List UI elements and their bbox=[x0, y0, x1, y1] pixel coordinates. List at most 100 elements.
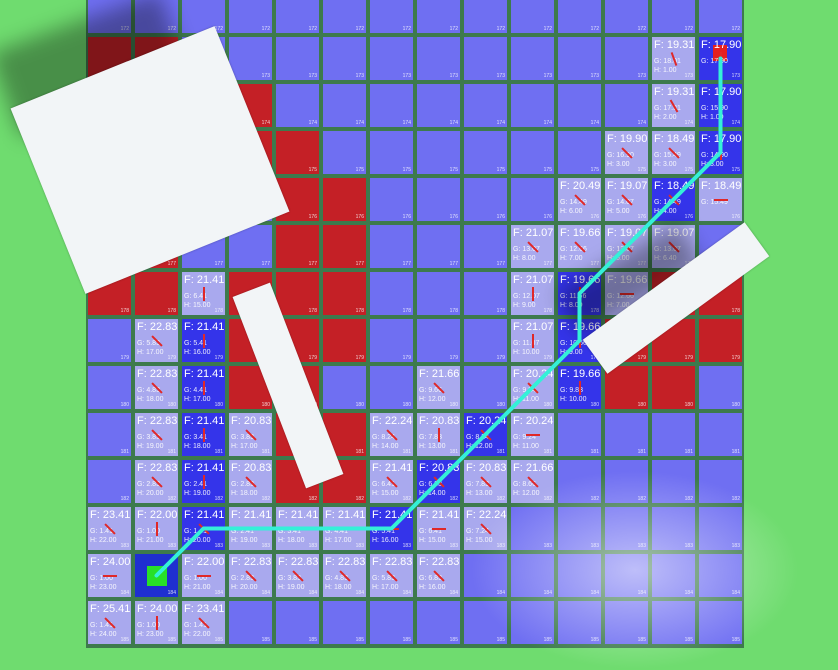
cell-f-cost: F: 21.41 bbox=[278, 509, 319, 521]
cell-f-cost: F: 21.41 bbox=[184, 274, 225, 286]
grid-cell-blank: 172 bbox=[370, 0, 413, 33]
cell-h-cost: H: 19.00 bbox=[137, 443, 164, 450]
cell-index-label: 176 bbox=[637, 214, 646, 220]
cell-index-label: 183 bbox=[261, 543, 270, 549]
cell-index-label: 177 bbox=[543, 261, 552, 267]
cell-index-label: 181 bbox=[543, 449, 552, 455]
cell-index-label: 185 bbox=[261, 637, 270, 643]
grid-cell: 172 bbox=[464, 0, 507, 33]
cell-index-label: 182 bbox=[684, 496, 693, 502]
cell-h-cost: H: 12.00 bbox=[419, 396, 446, 403]
cell-h-cost: H: 3.00 bbox=[607, 161, 630, 168]
cell-index-label: 181 bbox=[120, 449, 129, 455]
cell-f-cost: F: 22.24 bbox=[466, 509, 507, 521]
cell-index-label: 184 bbox=[731, 590, 740, 596]
parent-direction-indicator bbox=[103, 575, 117, 577]
grid-cell: 185 bbox=[558, 601, 601, 644]
cell-index-label: 179 bbox=[167, 355, 176, 361]
cell-index-label: 174 bbox=[449, 120, 458, 126]
cell-h-cost: H: 3.00 bbox=[654, 161, 677, 168]
cell-g-cost: G: 11.07 bbox=[513, 340, 540, 347]
cell-index-label: 182 bbox=[543, 496, 552, 502]
cell-f-cost: F: 18.49 bbox=[701, 180, 742, 192]
cell-f-cost: F: 17.90 bbox=[701, 39, 742, 51]
grid-cell: 175 bbox=[558, 131, 601, 174]
cell-index-label: 183 bbox=[167, 543, 176, 549]
cell-index-label: 184 bbox=[590, 590, 599, 596]
grid-cell-wall: 180 bbox=[652, 366, 695, 409]
cell-index-label: 184 bbox=[684, 590, 693, 596]
grid-cell: 183 bbox=[699, 507, 742, 550]
cell-f-cost: F: 20.83 bbox=[231, 415, 272, 427]
grid-cell-wall: 178 bbox=[276, 272, 319, 315]
cell-index-label: 184 bbox=[308, 590, 317, 596]
cell-h-cost: H: 16.00 bbox=[372, 537, 399, 544]
cell-f-cost: F: 21.07 bbox=[513, 274, 554, 286]
cell-g-cost: G: 15.90 bbox=[701, 105, 728, 112]
cell-f-cost: F: 25.41 bbox=[90, 603, 131, 615]
cell-index-label: 184 bbox=[214, 590, 223, 596]
cell-f-cost: F: 19.07 bbox=[607, 227, 648, 239]
cell-f-cost: F: 19.31 bbox=[654, 39, 695, 51]
grid-cell: 181 bbox=[605, 413, 648, 456]
cell-index-label: 180 bbox=[120, 402, 129, 408]
grid-cell: 182 bbox=[652, 460, 695, 503]
cell-index-label: 178 bbox=[543, 308, 552, 314]
cell-index-label: 172 bbox=[214, 26, 223, 32]
cell-f-cost: F: 19.90 bbox=[607, 133, 648, 145]
cell-f-cost: F: 21.41 bbox=[372, 462, 413, 474]
cell-g-cost: G: 5.83 bbox=[137, 340, 160, 347]
cell-index-label: 178 bbox=[590, 308, 599, 314]
grid-cell: 173 bbox=[276, 37, 319, 80]
grid-cell: 172 bbox=[135, 0, 178, 33]
cell-h-cost: H: 10.00 bbox=[513, 349, 540, 356]
cell-index-label: 183 bbox=[496, 543, 505, 549]
cell-g-cost: G: 2.83 bbox=[231, 575, 254, 582]
cell-f-cost: F: 19.66 bbox=[560, 368, 601, 380]
cell-h-cost: H: 10.00 bbox=[560, 396, 587, 403]
cell-h-cost: H: 15.00 bbox=[184, 302, 211, 309]
cell-index-label: 179 bbox=[120, 355, 129, 361]
cell-index-label: 180 bbox=[402, 402, 411, 408]
grid-cell: 175 bbox=[323, 131, 366, 174]
cell-index-label: 180 bbox=[214, 402, 223, 408]
cell-index-label: 174 bbox=[355, 120, 364, 126]
cell-f-cost: F: 17.90 bbox=[701, 133, 742, 145]
cell-g-cost: G: 3.83 bbox=[137, 434, 160, 441]
cell-f-cost: F: 21.41 bbox=[231, 509, 272, 521]
grid-cell: 174 bbox=[605, 84, 648, 127]
cell-index-label: 173 bbox=[543, 73, 552, 79]
grid-cell-wall: 178 bbox=[323, 272, 366, 315]
cell-f-cost: F: 19.66 bbox=[607, 274, 648, 286]
cell-index-label: 176 bbox=[449, 214, 458, 220]
cell-index-label: 182 bbox=[308, 496, 317, 502]
cell-index-label: 185 bbox=[496, 637, 505, 643]
cell-h-cost: H: 2.00 bbox=[654, 114, 677, 121]
cell-index-label: 172 bbox=[684, 26, 693, 32]
cell-h-cost: H: 17.00 bbox=[325, 537, 352, 544]
cell-index-label: 185 bbox=[308, 637, 317, 643]
cell-index-label: 177 bbox=[308, 261, 317, 267]
grid-cell: 173 bbox=[464, 37, 507, 80]
cell-f-cost: F: 19.07 bbox=[654, 227, 695, 239]
cell-f-cost: F: 23.41 bbox=[90, 509, 131, 521]
cell-h-cost: H: 19.00 bbox=[231, 537, 258, 544]
grid-cell: 183 bbox=[652, 507, 695, 550]
cell-index-label: 179 bbox=[355, 355, 364, 361]
cell-index-label: 184 bbox=[120, 590, 129, 596]
cell-index-label: 176 bbox=[590, 214, 599, 220]
cell-index-label: 185 bbox=[731, 637, 740, 643]
cell-h-cost: H: 19.00 bbox=[184, 490, 211, 497]
cell-index-label: 175 bbox=[355, 167, 364, 173]
cell-h-cost: H: 20.00 bbox=[137, 490, 164, 497]
